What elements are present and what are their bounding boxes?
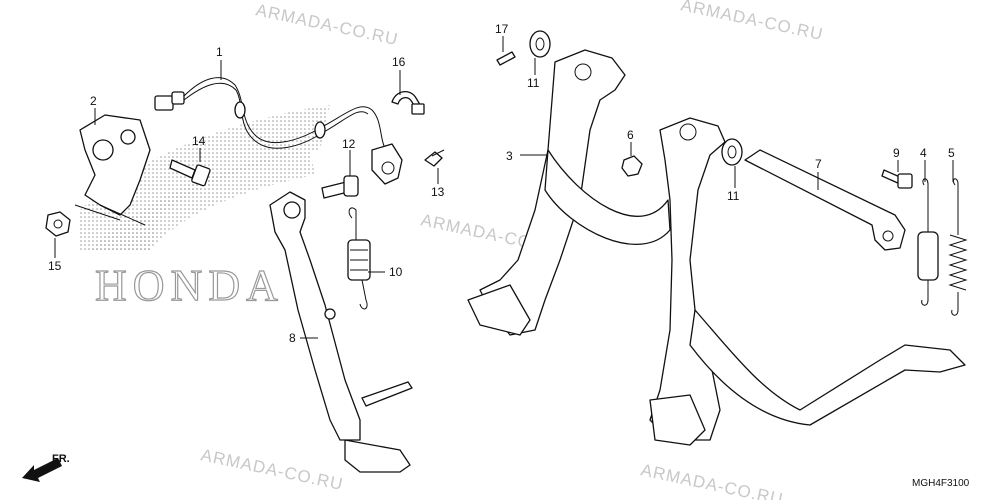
- callout-9: 9: [893, 146, 900, 160]
- side-stand: [269, 191, 413, 473]
- watermark: ARMADA-CO.RU: [254, 0, 400, 49]
- callout-10: 10: [389, 265, 403, 279]
- main-stand: [467, 49, 966, 446]
- callout-7: 7: [815, 157, 822, 171]
- diagram-code: MGH4F3100: [912, 478, 970, 489]
- callout-2: 2: [90, 94, 97, 108]
- nut-6: [621, 155, 643, 177]
- front-arrow-icon: [22, 458, 62, 482]
- bolt-14: [169, 159, 211, 187]
- pivot-bolt-12: [321, 175, 359, 199]
- callout-11b: 11: [727, 189, 740, 203]
- callout-6: 6: [627, 128, 634, 142]
- watermark: ARMADA-CO.RU: [639, 460, 785, 500]
- spring-4: [917, 178, 939, 306]
- callout-5: 5: [948, 146, 955, 160]
- washer-11a: [529, 30, 551, 58]
- nut-15: [45, 211, 71, 237]
- callout-16: 16: [392, 55, 406, 69]
- bolt-13: [424, 149, 445, 167]
- callouts: 1 2 3 4 5 6 7 8 9 10 11 11 12 13 14 15 1…: [48, 22, 955, 345]
- switch-harness: [154, 77, 403, 185]
- callout-17: 17: [495, 22, 509, 36]
- stand-bracket: [74, 114, 151, 226]
- front-direction-indicator: FR.: [22, 453, 70, 482]
- clamp-16: [391, 91, 425, 115]
- leader-lines: [54, 36, 954, 339]
- honda-logo-text: HONDA: [95, 261, 284, 310]
- callout-15: 15: [48, 259, 62, 273]
- shaft-7: [744, 149, 906, 251]
- callout-13: 13: [431, 185, 445, 199]
- washer-11b: [721, 138, 743, 166]
- spring-10: [347, 207, 371, 310]
- callout-4: 4: [920, 146, 927, 160]
- watermark: ARMADA-CO.RU: [679, 0, 825, 44]
- bolt-9: [881, 169, 913, 189]
- callout-11a: 11: [527, 76, 540, 90]
- callout-1: 1: [216, 45, 223, 59]
- pin-17: [496, 51, 516, 66]
- watermark: ARMADA-CO.RU: [199, 445, 345, 494]
- front-label: FR.: [52, 453, 70, 465]
- callout-8: 8: [289, 331, 296, 345]
- callout-12: 12: [342, 137, 356, 151]
- spring-5: [948, 178, 968, 316]
- callout-14: 14: [192, 134, 206, 148]
- callout-3: 3: [506, 149, 513, 163]
